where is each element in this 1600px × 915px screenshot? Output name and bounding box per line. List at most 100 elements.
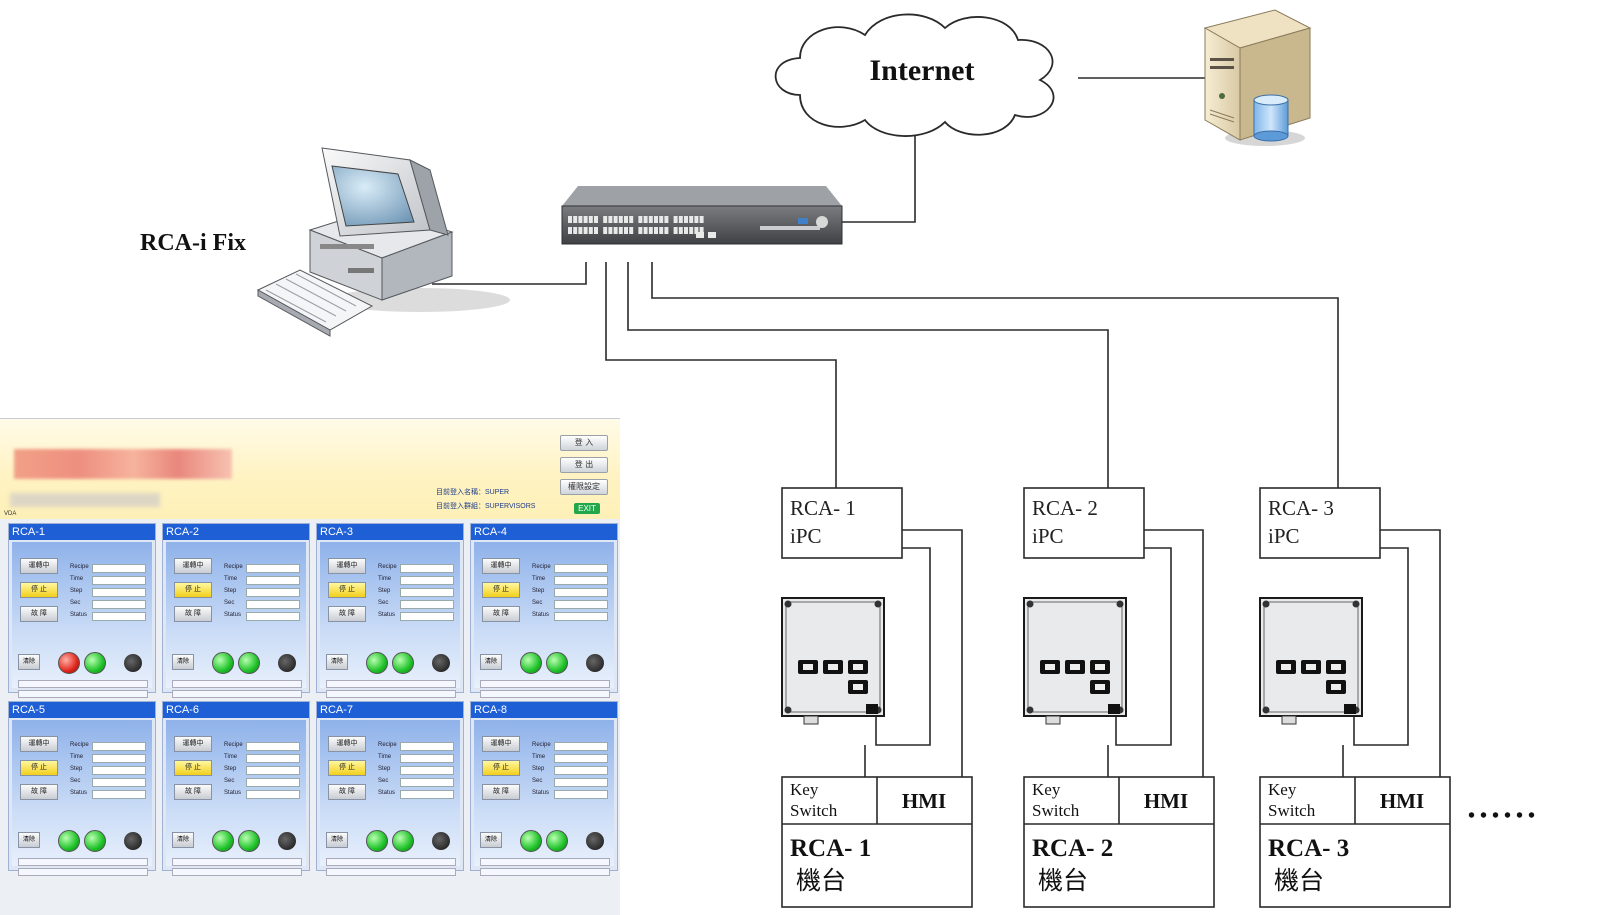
field-label: Status xyxy=(70,790,88,796)
field-value xyxy=(92,612,146,621)
control-box-icon xyxy=(1259,597,1363,725)
field-value xyxy=(92,754,146,763)
time-field xyxy=(172,858,302,866)
time-field xyxy=(172,690,302,698)
field-label: Sec xyxy=(70,600,81,606)
time-field xyxy=(480,680,610,688)
status-led xyxy=(212,830,234,852)
time-field xyxy=(480,858,610,866)
permission-button[interactable]: 權限設定 xyxy=(560,479,608,495)
exit-button[interactable]: EXIT xyxy=(574,503,600,514)
clear-button[interactable]: 清除 xyxy=(480,654,502,670)
field-value xyxy=(246,588,300,597)
status-button[interactable]: 運轉中 xyxy=(20,736,58,752)
login-group: 目前登入群組：SUPERVISORS xyxy=(436,503,536,510)
selector-knob[interactable] xyxy=(124,654,142,672)
selector-knob[interactable] xyxy=(432,832,450,850)
port xyxy=(699,227,704,234)
status-button[interactable]: 運轉中 xyxy=(174,558,212,574)
field-value xyxy=(92,588,146,597)
status-button[interactable]: 故 障 xyxy=(482,784,520,800)
ipc-sub-label: iPC xyxy=(1268,524,1300,548)
login-button[interactable]: 登 入 xyxy=(560,435,608,451)
status-button[interactable]: 停 止 xyxy=(174,582,212,598)
status-led xyxy=(238,830,260,852)
status-button[interactable]: 故 障 xyxy=(328,606,366,622)
field-label: Time xyxy=(532,754,546,760)
status-button[interactable]: 停 止 xyxy=(328,760,366,776)
screen-header: 登 入 登 出 權限設定 目前登入名稱：SUPER 目前登入群組：SUPERVI… xyxy=(0,419,620,519)
status-button[interactable]: 停 止 xyxy=(482,760,520,776)
status-button[interactable]: 停 止 xyxy=(20,582,58,598)
key-switch-label: Key xyxy=(1032,780,1061,799)
clear-button[interactable]: 清除 xyxy=(480,832,502,848)
field-value xyxy=(554,790,608,799)
port xyxy=(699,216,704,223)
port xyxy=(629,227,634,234)
status-button[interactable]: 運轉中 xyxy=(482,736,520,752)
status-button[interactable]: 運轉中 xyxy=(20,558,58,574)
status-button[interactable]: 運轉中 xyxy=(482,558,520,574)
status-button[interactable]: 故 障 xyxy=(482,606,520,622)
status-led xyxy=(520,830,542,852)
status-button[interactable]: 停 止 xyxy=(482,582,520,598)
blurred-title xyxy=(14,449,232,479)
status-button[interactable]: 故 障 xyxy=(174,784,212,800)
status-button[interactable]: 停 止 xyxy=(20,760,58,776)
status-button[interactable]: 停 止 xyxy=(174,760,212,776)
key-switch-label: Key xyxy=(790,780,819,799)
server-icon xyxy=(1203,9,1312,146)
status-button[interactable]: 故 障 xyxy=(174,606,212,622)
status-button[interactable]: 故 障 xyxy=(328,784,366,800)
selector-knob[interactable] xyxy=(586,832,604,850)
status-button[interactable]: 運轉中 xyxy=(174,736,212,752)
panel-title: RCA-7 xyxy=(317,702,463,718)
status-button[interactable]: 運轉中 xyxy=(328,558,366,574)
status-button[interactable]: 停 止 xyxy=(328,582,366,598)
port xyxy=(638,216,643,223)
ipc-label: RCA- 3 xyxy=(1268,496,1334,520)
time-field xyxy=(480,690,610,698)
field-value xyxy=(92,778,146,787)
field-label: Recipe xyxy=(224,564,243,570)
field-value xyxy=(92,766,146,775)
status-button[interactable]: 故 障 xyxy=(20,784,58,800)
time-field xyxy=(172,868,302,876)
clear-button[interactable]: 清除 xyxy=(172,832,194,848)
clear-button[interactable]: 清除 xyxy=(172,654,194,670)
selector-knob[interactable] xyxy=(278,654,296,672)
selector-knob[interactable] xyxy=(586,654,604,672)
selector-knob[interactable] xyxy=(124,832,142,850)
port xyxy=(568,216,572,223)
clear-button[interactable]: 清除 xyxy=(326,654,348,670)
field-label: Recipe xyxy=(532,564,551,570)
status-button[interactable]: 故 障 xyxy=(20,606,58,622)
field-label: Sec xyxy=(378,600,389,606)
logout-button[interactable]: 登 出 xyxy=(560,457,608,473)
field-value xyxy=(246,790,300,799)
ipc-sub-label: iPC xyxy=(1032,524,1064,548)
field-label: Time xyxy=(224,576,238,582)
clear-button[interactable]: 清除 xyxy=(18,654,40,670)
panel-title: RCA-2 xyxy=(163,524,309,540)
selector-knob[interactable] xyxy=(278,832,296,850)
clear-button[interactable]: 清除 xyxy=(326,832,348,848)
ipc-label: RCA- 2 xyxy=(1032,496,1098,520)
field-label: Sec xyxy=(224,778,235,784)
clear-button[interactable]: 清除 xyxy=(18,832,40,848)
status-led xyxy=(212,652,234,674)
status-button[interactable]: 運轉中 xyxy=(328,736,366,752)
selector-knob[interactable] xyxy=(432,654,450,672)
status-led xyxy=(58,652,80,674)
